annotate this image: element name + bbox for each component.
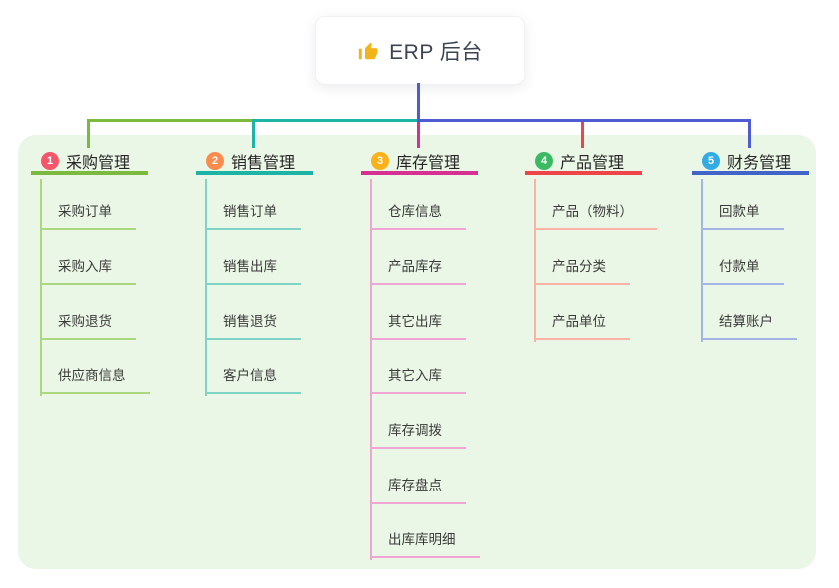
child-node[interactable]: 其它入库 — [370, 366, 466, 394]
branch-number-badge: 2 — [206, 151, 224, 170]
connector-rail-segment — [87, 119, 255, 122]
child-node[interactable]: 销售出库 — [205, 257, 301, 285]
connector-drop-line — [581, 122, 584, 148]
branch-number-badge: 1 — [41, 151, 59, 170]
child-node[interactable]: 产品库存 — [370, 257, 466, 285]
thumbs-up-icon — [359, 42, 378, 59]
branch-node-1[interactable]: 1 采购管理 — [31, 150, 148, 175]
branch-node-5[interactable]: 5 财务管理 — [692, 150, 809, 175]
branch-title: 采购管理 — [66, 154, 131, 172]
connector-drop-line — [417, 122, 420, 148]
connector-rail-segment — [417, 119, 751, 122]
child-node[interactable]: 库存盘点 — [370, 476, 466, 504]
child-node[interactable]: 采购订单 — [40, 202, 136, 230]
branch-title: 库存管理 — [396, 154, 461, 172]
branch-number-badge: 5 — [702, 151, 720, 170]
root-node-label: ERP 后台 — [389, 40, 483, 64]
child-node[interactable]: 产品单位 — [534, 312, 630, 340]
child-node[interactable]: 回款单 — [701, 202, 784, 230]
child-node[interactable]: 结算账户 — [701, 312, 797, 340]
child-node[interactable]: 采购退货 — [40, 312, 136, 340]
branch-child-rail — [534, 179, 536, 342]
child-node[interactable]: 销售订单 — [205, 202, 301, 230]
connector-drop-line — [87, 119, 90, 148]
child-node[interactable]: 出库库明细 — [370, 530, 480, 558]
connector-drop-line — [748, 119, 751, 148]
child-node[interactable]: 产品（物料） — [534, 202, 657, 230]
branch-title: 财务管理 — [727, 154, 792, 172]
branch-node-2[interactable]: 2 销售管理 — [196, 150, 313, 175]
branch-node-4[interactable]: 4 产品管理 — [525, 150, 642, 175]
child-node[interactable]: 销售退货 — [205, 312, 301, 340]
child-node[interactable]: 仓库信息 — [370, 202, 466, 230]
connector-root-line — [417, 83, 420, 122]
connector-drop-line — [252, 119, 255, 148]
connector-rail-segment — [252, 119, 420, 122]
child-node[interactable]: 客户信息 — [205, 366, 301, 394]
branches-panel — [18, 135, 816, 569]
child-node[interactable]: 采购入库 — [40, 257, 136, 285]
branch-child-rail — [205, 179, 207, 396]
branch-node-3[interactable]: 3 库存管理 — [361, 150, 478, 175]
branch-child-rail — [40, 179, 42, 396]
branch-number-badge: 4 — [535, 151, 553, 170]
branch-number-badge: 3 — [371, 151, 389, 170]
child-node[interactable]: 付款单 — [701, 257, 784, 285]
branch-child-rail — [701, 179, 703, 342]
child-node[interactable]: 产品分类 — [534, 257, 630, 285]
child-node[interactable]: 库存调拨 — [370, 421, 466, 449]
branch-title: 销售管理 — [231, 154, 296, 172]
child-node[interactable]: 其它出库 — [370, 312, 466, 340]
child-node[interactable]: 供应商信息 — [40, 366, 150, 394]
branch-title: 产品管理 — [560, 154, 625, 172]
root-node[interactable]: ERP 后台 — [315, 16, 525, 85]
branch-child-rail — [370, 179, 372, 560]
